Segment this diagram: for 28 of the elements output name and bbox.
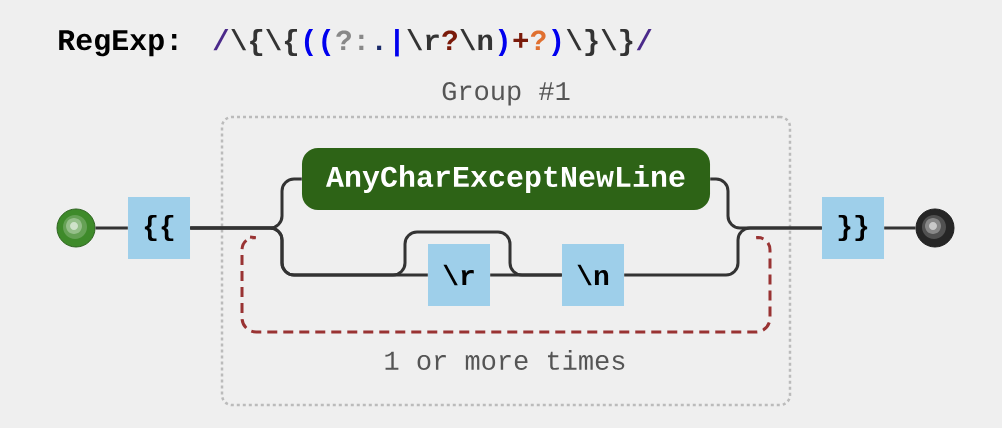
regex-token: ? (530, 30, 546, 50)
regex-token: . (377, 45, 382, 50)
rail-line (190, 226, 562, 277)
regex-token: ?: (336, 30, 364, 50)
terminal-circle (915, 208, 955, 248)
literal-box: \n (562, 244, 624, 306)
regex-token: / (636, 29, 652, 51)
node-label: Group #1 (442, 81, 570, 106)
regex-token: \r (407, 29, 439, 51)
regex-token: ? (442, 30, 457, 50)
regex-token: \{\{ (231, 29, 297, 56)
title: RegExp: (59, 30, 177, 57)
regex-token: + (513, 33, 528, 48)
literal-box: }} (822, 197, 884, 259)
literal-box: \r (428, 244, 490, 306)
terminal-circle (56, 208, 96, 248)
rail-line (95, 226, 128, 230)
regex-token: / (213, 29, 229, 51)
rail-line (884, 226, 916, 230)
rail-line (624, 226, 822, 277)
regex-token: | (395, 29, 399, 57)
literal-box: {{ (128, 197, 190, 259)
regex-token: \}\} (566, 29, 633, 56)
regex-token: ) (552, 29, 561, 56)
regex-token: \n (460, 29, 493, 51)
character-class-box: AnyCharExceptNewLine (302, 148, 711, 210)
regex-token: ) (498, 29, 507, 56)
regex-token: (( (304, 29, 331, 56)
